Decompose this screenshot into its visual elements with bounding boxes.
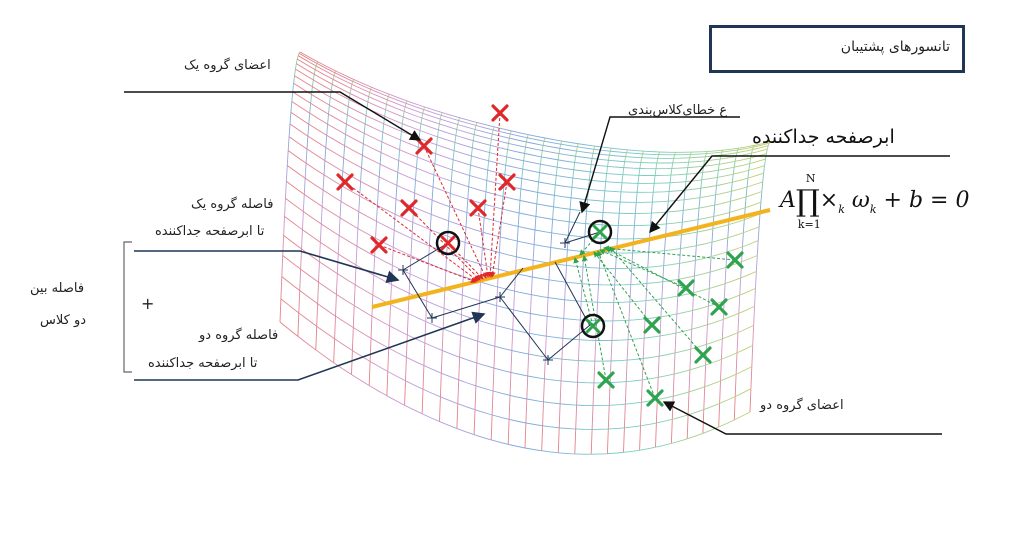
mesh-line: [421, 112, 443, 414]
mesh-line: [590, 148, 612, 455]
mesh-line: [287, 150, 759, 269]
mesh-line: [296, 63, 767, 170]
bracket: [123, 241, 132, 373]
margin-distance-lines: [398, 211, 601, 365]
formula-times: ×: [819, 188, 839, 213]
mesh-line: [288, 136, 760, 254]
mesh-line: [299, 51, 771, 153]
mesh-line: [281, 276, 752, 407]
formula-A: A: [780, 188, 796, 213]
class-one-distance-arrows: [344, 112, 508, 284]
formula-k2: k: [869, 203, 877, 216]
legend-box: تانسورهای پشتیبان: [709, 25, 965, 73]
mesh-line: [333, 79, 355, 363]
formula-lower: k=1: [797, 218, 821, 231]
hyperplane-line: [371, 208, 771, 309]
label-dist-one-line1: فاصله گروه یک: [191, 197, 274, 212]
mesh-line: [286, 181, 757, 303]
label-dist-two-line1: فاصله گروه دو: [199, 328, 279, 343]
label-plus: +: [141, 294, 155, 313]
mesh-line: [283, 235, 754, 362]
mesh-line: [297, 58, 768, 164]
legend-title: تانسورهای پشتیبان: [840, 39, 950, 55]
label-group-two-members: اعضای گروه دو: [760, 398, 844, 413]
class-two-distance-arrows: [573, 231, 736, 399]
mesh-line: [287, 165, 758, 286]
label-dist-two-line2: تا ابرصفحه جداکننده: [148, 356, 258, 371]
mesh-line: [279, 321, 751, 455]
class-two-marker: [643, 316, 661, 334]
class-two-marker: [726, 251, 744, 269]
class-one-marker: [469, 199, 487, 217]
mesh-line: [280, 298, 752, 430]
mesh-line: [293, 82, 764, 193]
label-between-line1: فاصله بین: [30, 281, 85, 296]
mesh-line: [507, 134, 529, 445]
mesh-line: [285, 198, 756, 322]
saddle-surface-mesh: [279, 51, 771, 455]
class-two-marker: [646, 389, 664, 407]
class-two-marker: [710, 298, 728, 316]
label-misclassification: ع خطای‌کلاس‌بندی: [628, 103, 728, 118]
mesh-line: [289, 123, 761, 240]
label-hyperplane: ابرصفحه جداکننده: [752, 126, 895, 148]
class-one-marker: [415, 137, 433, 155]
class-one-markers: [336, 104, 516, 254]
mesh-line: [295, 68, 766, 176]
class-one-marker: [498, 173, 516, 191]
callout-lines: [124, 91, 950, 435]
formula-omega: ω: [851, 188, 870, 213]
label-group-one-members: اعضای گروه یک: [184, 58, 271, 73]
class-one-marker: [491, 104, 509, 122]
class-two-markers: [597, 251, 744, 407]
formula-upper: N: [805, 172, 816, 185]
support-vector-green-bottom: [580, 313, 606, 339]
class-two-marker: [694, 346, 712, 364]
class-one-marker: [370, 236, 388, 254]
class-two-marker: [597, 371, 615, 389]
mesh-line: [282, 255, 753, 384]
mesh-line: [292, 91, 763, 203]
formula-rest: + b = 0: [883, 188, 970, 213]
distance-callouts: [134, 250, 486, 381]
label-dist-one-line2: تا ابرصفحه جداکننده: [155, 224, 265, 239]
support-vector-green-top: [587, 219, 613, 245]
class-two-marker: [677, 279, 695, 297]
class-one-marker: [400, 199, 418, 217]
mesh-line: [297, 55, 769, 159]
mesh-line: [541, 140, 563, 451]
mesh-line: [291, 101, 762, 214]
support-vector-red: [435, 230, 461, 256]
class-one-marker: [336, 173, 354, 191]
label-between-line2: دو کلاس: [40, 313, 87, 328]
mesh-line: [290, 111, 762, 227]
mesh-line: [297, 61, 319, 337]
formula-k1: k: [838, 203, 845, 216]
mesh-line: [298, 52, 770, 156]
